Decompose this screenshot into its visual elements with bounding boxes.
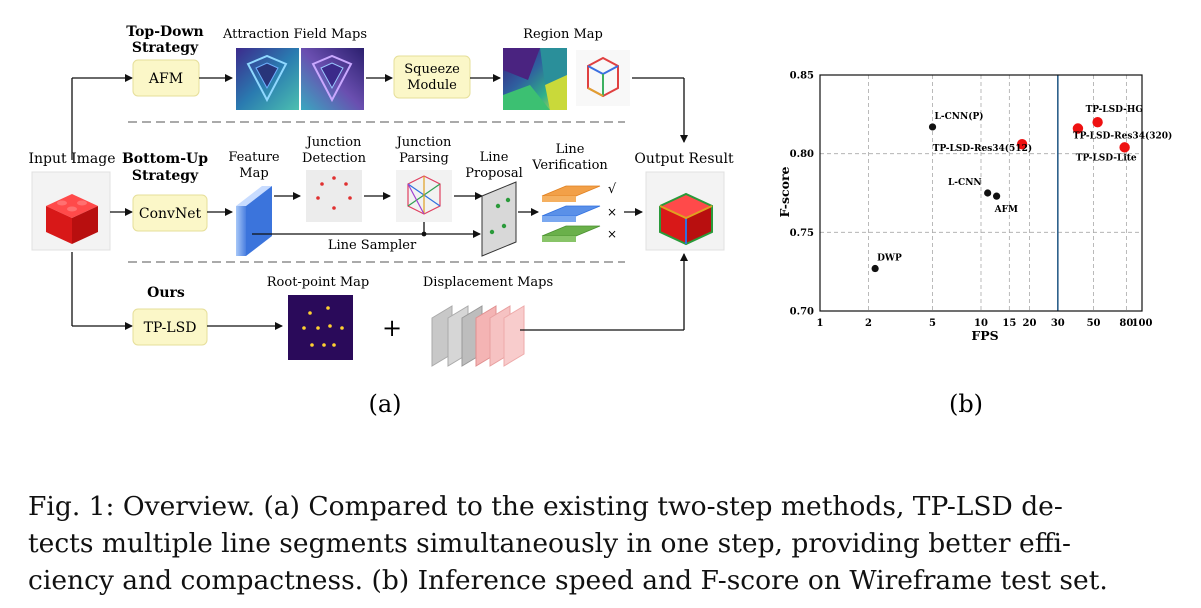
tp-lsd-method-label: TP-LSD (144, 320, 197, 336)
junction-parsing-label-1: Junction (395, 135, 452, 150)
junction-detection-label-2: Detection (302, 151, 367, 166)
x-tick-label: 30 (1051, 318, 1065, 329)
y-tick-label: 0.70 (790, 307, 814, 318)
x-tick-label: 15 (1002, 318, 1016, 329)
data-point (1072, 123, 1084, 134)
bottom-up-title-1: Bottom-Up (122, 151, 208, 167)
y-tick-label: 0.85 (790, 71, 814, 82)
y-tick-label: 0.75 (790, 228, 814, 239)
region-cube-icon (576, 50, 630, 106)
data-point-label: TP-LSD-Res34(512) (933, 143, 1032, 154)
output-result-image (645, 171, 725, 251)
data-point-label: AFM (994, 205, 1018, 215)
data-point (928, 123, 937, 131)
x-tick-label: 1 (817, 318, 824, 329)
top-down-title-1: Top-Down (126, 24, 203, 40)
afm-method-label: AFM (148, 71, 183, 87)
line-verification-label-1: Line (556, 142, 585, 157)
caption-line-2: tects multiple line segments simultaneou… (28, 528, 1071, 559)
x-tick-label: 5 (929, 318, 936, 329)
junction-parsing-label-2: Parsing (399, 151, 449, 166)
junction-parsing-map (396, 170, 452, 222)
squeeze-module-box (393, 55, 471, 99)
x-tick-label: 10 (974, 318, 988, 329)
data-point-label: TP-LSD-HG (1086, 105, 1143, 115)
root-point-map-image (288, 295, 353, 360)
chart-plot-frame (819, 74, 1143, 312)
caption-line-1: Fig. 1: Overview. (a) Compared to the ex… (28, 491, 1063, 522)
squeeze-module-label-2: Module (407, 78, 457, 93)
data-point-label: L-CNN(P) (935, 111, 984, 122)
data-point (871, 264, 879, 273)
data-point-label: TP-LSD-Res34(320) (1073, 130, 1172, 141)
convnet-method-label: ConvNet (139, 206, 202, 222)
feature-map-label-1: Feature (228, 150, 280, 165)
data-point-label: DWP (877, 254, 902, 264)
region-map-image (503, 48, 567, 110)
verification-mark-cross-1: × (607, 205, 617, 219)
data-point-label: L-CNN (948, 178, 982, 188)
y-tick-label: 0.80 (790, 149, 814, 160)
y-axis-label: F-score (777, 166, 792, 217)
feature-map-label-2: Map (239, 166, 268, 181)
x-tick-label: 100 (1132, 318, 1153, 329)
verification-mark-cross-2: × (607, 227, 617, 241)
afm-title: Attraction Field Maps (222, 27, 367, 42)
line-verification-stack (541, 185, 601, 242)
line-proposal-label-1: Line (480, 150, 509, 165)
junction-detection-map (306, 170, 362, 222)
figure-canvas: Input Image Top-Down Strategy AFM Attrac… (28, 24, 1172, 419)
line-proposal-label-2: Proposal (465, 166, 523, 181)
attraction-field-map-1 (236, 48, 299, 110)
data-point-label: TP-LSD-Lite (1076, 153, 1137, 163)
data-point (993, 192, 1001, 200)
figure-caption: Fig. 1: Overview. (a) Compared to the ex… (28, 488, 1178, 599)
panel-b-sublabel: (b) (949, 390, 983, 418)
junction-detection-label-1: Junction (305, 135, 362, 150)
x-axis-label: FPS (971, 328, 998, 343)
line-sampler-label: Line Sampler (328, 238, 417, 253)
root-point-map-title: Root-point Map (267, 275, 369, 290)
panel-a: Input Image Top-Down Strategy AFM Attrac… (28, 24, 734, 418)
line-proposal-plane (481, 181, 517, 257)
feature-map-block (236, 186, 272, 256)
x-tick-label: 2 (865, 318, 872, 329)
displacement-maps-stack (431, 305, 525, 367)
chart-points: L-CNN(P) L-CNN AFM DWP TP-LSD-Res34(512) TP-L… (871, 105, 1172, 273)
data-point (1016, 139, 1028, 150)
panel-a-sublabel: (a) (368, 390, 401, 418)
data-point (984, 189, 992, 197)
caption-line-3: ciency and compactness. (b) Inference sp… (28, 565, 1108, 596)
ours-title: Ours (147, 285, 185, 301)
displacement-maps-title: Displacement Maps (423, 275, 553, 290)
attraction-field-map-2 (301, 48, 364, 110)
lego-brick-icon (46, 194, 98, 244)
convnet-method-box (132, 194, 208, 232)
region-map-title: Region Map (523, 27, 603, 42)
x-tick-label: 20 (1023, 318, 1037, 329)
data-point (1119, 142, 1130, 153)
line-verification-label-2: Verification (531, 158, 608, 173)
x-tick-label: 50 (1087, 318, 1101, 329)
x-tick-label: 80 (1119, 318, 1133, 329)
output-result-label: Output Result (634, 151, 734, 167)
bottom-up-title-2: Strategy (132, 168, 199, 184)
top-down-title-2: Strategy (132, 40, 199, 56)
verification-mark-check: √ (608, 182, 617, 197)
data-point (1092, 117, 1103, 128)
tp-lsd-method-box (132, 308, 208, 346)
squeeze-module-label-1: Squeeze (404, 62, 460, 77)
plus-sign: + (382, 314, 402, 342)
